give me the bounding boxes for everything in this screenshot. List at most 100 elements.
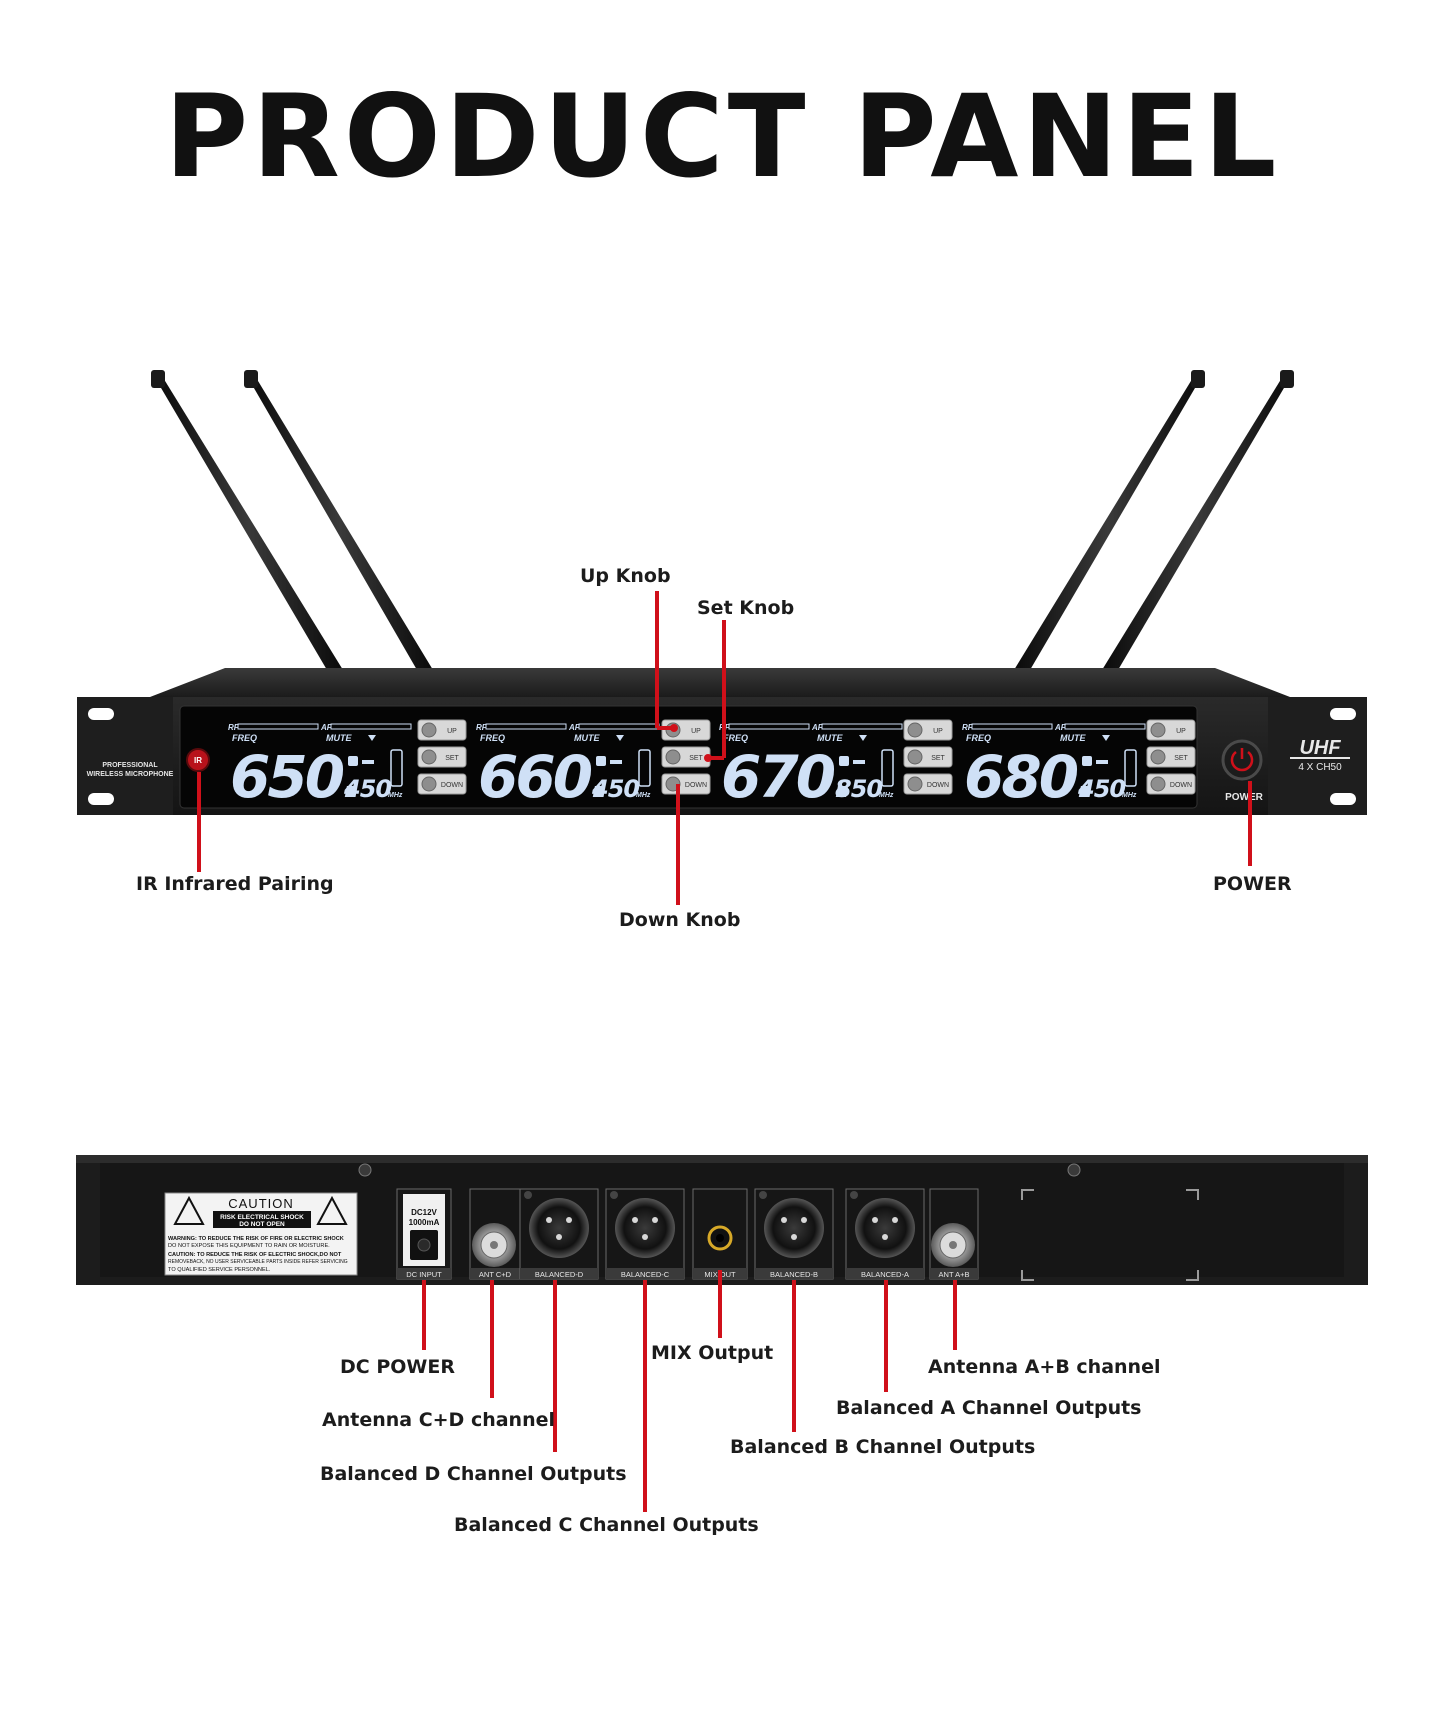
ir-sensor-icon xyxy=(186,748,210,772)
mute-label: MUTE xyxy=(574,733,600,743)
button-knob[interactable] xyxy=(907,722,923,738)
signal-bar xyxy=(1096,760,1108,764)
blank-plate xyxy=(1021,1189,1199,1281)
ant-ab-port-label: ANT A+B xyxy=(939,1270,970,1279)
mute-label: MUTE xyxy=(326,733,352,743)
power-button[interactable] xyxy=(1221,739,1263,781)
antenna-signal-icon xyxy=(616,735,624,741)
button-label: SET xyxy=(689,755,703,762)
frequency-decimal: 450 xyxy=(1077,775,1125,803)
port-label-plate xyxy=(520,1268,598,1279)
af-meter xyxy=(330,723,412,730)
freq-label: FREQ xyxy=(232,733,257,743)
button-knob[interactable] xyxy=(1150,749,1166,765)
rf-label: RF xyxy=(476,723,488,732)
callout-antenna-cd: Antenna C+D channel xyxy=(322,1409,556,1431)
dc-rating-line1: DC12V xyxy=(411,1208,437,1217)
freq-label: FREQ xyxy=(723,733,748,743)
callout-up-knob: Up Knob xyxy=(580,565,671,587)
xlr-pin xyxy=(642,1234,648,1240)
antenna-2 xyxy=(247,376,433,670)
screw xyxy=(610,1191,618,1199)
power-icon xyxy=(1230,751,1254,772)
warning-triangle-icon xyxy=(316,1195,348,1225)
xlr-connector-icon xyxy=(764,1198,824,1258)
rf-label: RF xyxy=(962,723,974,732)
rear-leaders xyxy=(422,1270,957,1512)
button-knob[interactable] xyxy=(421,776,437,792)
mic-icon xyxy=(348,756,358,766)
warning-line: WARNING: TO REDUCE THE RISK OF FIRE OR E… xyxy=(168,1236,344,1242)
signal-bar xyxy=(610,760,622,764)
xlr-pin xyxy=(801,1217,807,1223)
corner-mark xyxy=(1021,1270,1034,1281)
corner-mark xyxy=(1186,1270,1199,1281)
callout-set-knob: Set Knob xyxy=(697,597,795,619)
rear-panel: CAUTION RISK ELECTRICAL SHOCK DO NOT OPE… xyxy=(76,1155,1368,1285)
callout-antenna-ab: Antenna A+B channel xyxy=(928,1356,1161,1378)
button-label: DOWN xyxy=(441,782,463,789)
antenna-4-tip xyxy=(1280,370,1294,388)
port-label-plate xyxy=(606,1268,684,1279)
xlr-pin xyxy=(872,1217,878,1223)
frequency-main: 670. xyxy=(721,743,852,811)
rack-slot xyxy=(1330,708,1356,720)
xlr-pin xyxy=(791,1234,797,1240)
rf-meter xyxy=(728,723,810,730)
warning-line: DO NOT EXPOSE THIS EQUIPMENT TO RAIN OR … xyxy=(168,1243,330,1249)
callout-balanced-c: Balanced C Channel Outputs xyxy=(454,1514,759,1536)
frequency-decimal: 850 xyxy=(835,775,882,803)
rf-meter xyxy=(485,723,567,730)
button-knob[interactable] xyxy=(907,749,923,765)
button-knob[interactable] xyxy=(421,722,437,738)
frequency-unit: MHz xyxy=(879,792,894,799)
screw xyxy=(759,1191,767,1199)
rear-top-edge xyxy=(76,1155,1368,1163)
front-panel: PROFESSIONAL WIRELESS MICROPHONE IR UHF … xyxy=(77,668,1367,815)
rack-slot xyxy=(1330,793,1356,805)
mute-label: MUTE xyxy=(1060,733,1086,743)
xlr-connector-icon xyxy=(529,1198,589,1258)
button-knob[interactable] xyxy=(421,749,437,765)
front-leaders xyxy=(197,591,1252,905)
port-label-plate xyxy=(470,1268,520,1279)
xlr-pin xyxy=(566,1217,572,1223)
brand-uhf: UHF xyxy=(1299,737,1341,759)
antenna-group xyxy=(151,370,1294,670)
button-label: DOWN xyxy=(1170,782,1192,789)
battery-icon xyxy=(390,749,403,787)
battery-icon xyxy=(638,749,651,787)
front-chassis-top xyxy=(150,668,1290,697)
button-knob[interactable] xyxy=(1150,776,1166,792)
button-label: UP xyxy=(933,728,943,735)
power-button-ring[interactable] xyxy=(1221,739,1263,781)
af-meter xyxy=(821,723,903,730)
button-knob[interactable] xyxy=(907,776,923,792)
callout-balanced-a: Balanced A Channel Outputs xyxy=(836,1397,1142,1419)
balanced-c-port-label: BALANCED-C xyxy=(621,1270,670,1279)
balanced-d-port: BALANCED-D xyxy=(519,1188,599,1280)
antenna-1 xyxy=(154,376,343,670)
af-label: AF xyxy=(811,723,824,732)
ant-cd-port-label: ANT C+D xyxy=(479,1270,512,1279)
signal-bar xyxy=(853,760,865,764)
balanced-b-port: BALANCED-B xyxy=(754,1188,834,1280)
frequency-main: 650. xyxy=(230,743,361,811)
screw xyxy=(1067,1163,1081,1177)
caution-bar xyxy=(213,1211,311,1228)
leader-dot xyxy=(670,724,678,732)
caution-label: CAUTION RISK ELECTRICAL SHOCK DO NOT OPE… xyxy=(164,1192,358,1276)
port-label-plate xyxy=(755,1268,833,1279)
button-label: UP xyxy=(1176,728,1186,735)
button-label: DOWN xyxy=(927,782,949,789)
button-knob[interactable] xyxy=(1150,722,1166,738)
balanced-d-port-label: BALANCED-D xyxy=(535,1270,584,1279)
warning-line: TO QUALIFIED SERVICE PERSONNEL. xyxy=(168,1267,271,1273)
dc-port-label: DC INPUT xyxy=(406,1270,442,1279)
button-knob[interactable] xyxy=(665,749,681,765)
xlr-pin xyxy=(882,1234,888,1240)
caution-sub2: DO NOT OPEN xyxy=(239,1221,285,1228)
af-label: AF xyxy=(320,723,333,732)
